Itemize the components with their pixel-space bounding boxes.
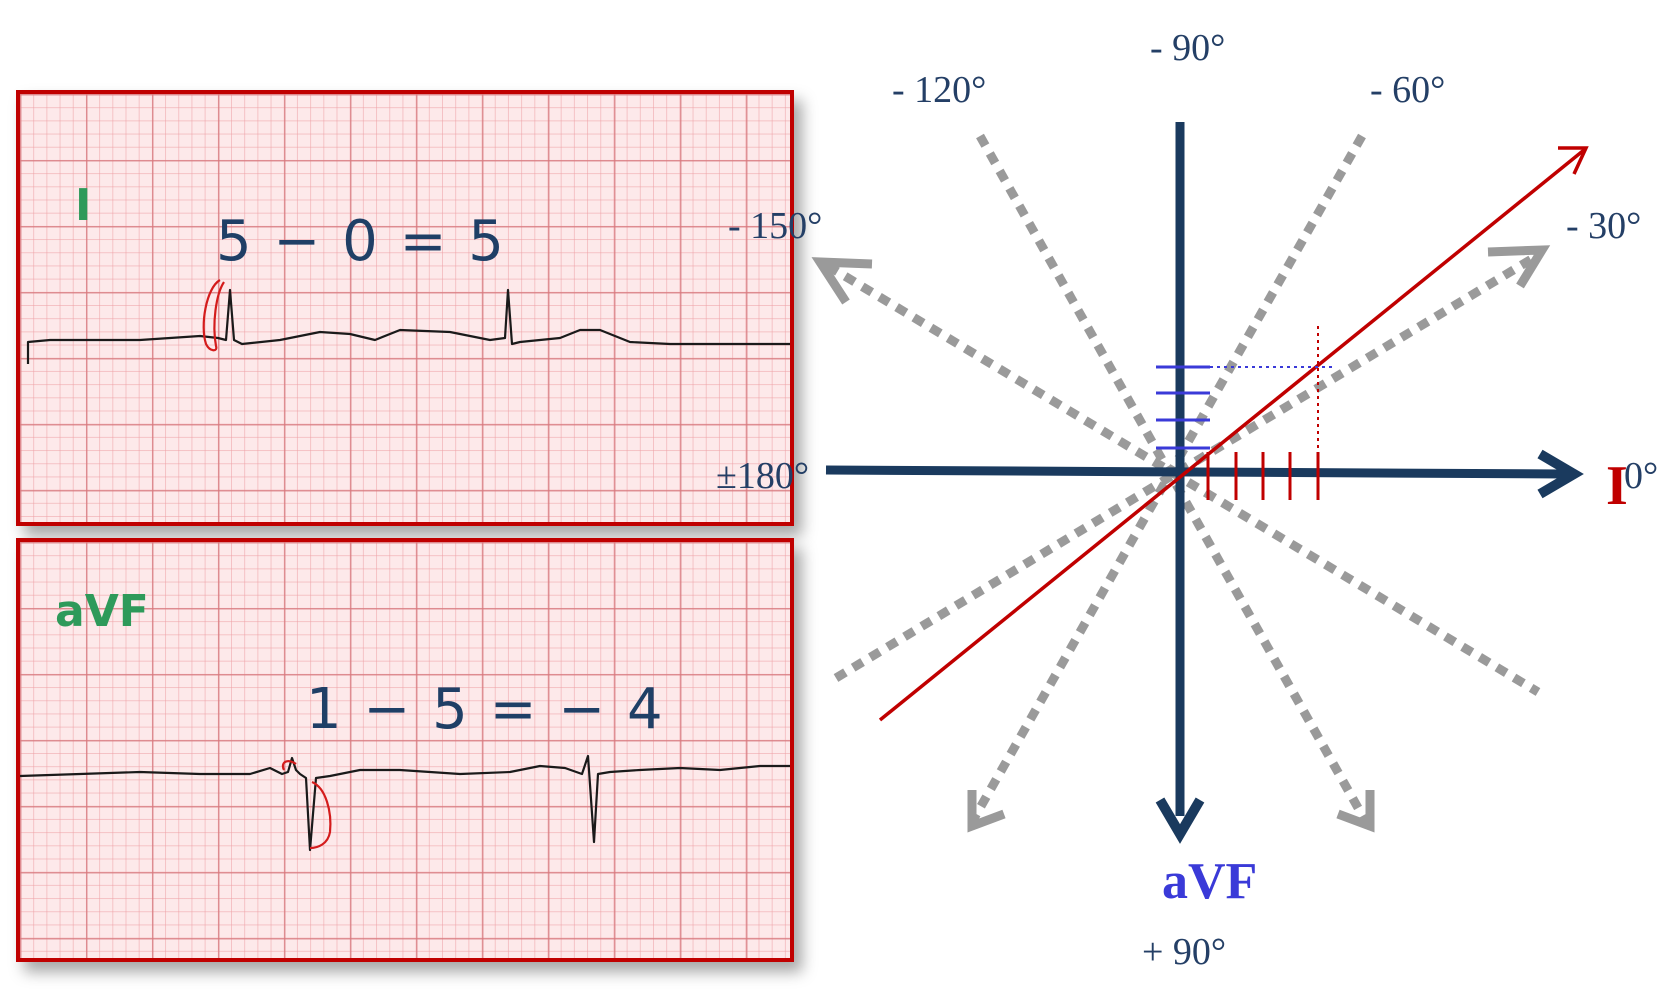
label-pm180: ±180° xyxy=(716,455,809,497)
lead-i-equation: 5 − 0 = 5 xyxy=(216,209,506,274)
axis-minus30 xyxy=(833,250,1543,682)
lead-avf-ecg-panel: aVF 1 − 5 = − 4 xyxy=(16,538,794,962)
axis-minus150 xyxy=(825,262,1541,696)
resultant-axis-vector xyxy=(878,148,1586,722)
resultant-arrowhead xyxy=(1558,146,1589,175)
axis-minus120 xyxy=(976,133,1370,825)
label-zero: 0° xyxy=(1624,455,1658,497)
label-minus90: - 90° xyxy=(1150,27,1225,69)
lead-i-label: I xyxy=(75,180,92,231)
label-minus120: - 120° xyxy=(892,69,986,111)
diagram-lead-i-label: I xyxy=(1606,455,1628,517)
label-plus90: + 90° xyxy=(1142,931,1226,973)
lead-avf-trace xyxy=(20,754,790,852)
lead-i-trace xyxy=(26,279,790,364)
axis-horizontal xyxy=(825,465,1567,479)
arrowhead-plus120 xyxy=(967,790,1006,833)
lead-avf-equation: 1 − 5 = − 4 xyxy=(306,677,665,742)
label-minus30: - 30° xyxy=(1566,205,1641,247)
diagram-lead-avf-label: aVF xyxy=(1162,853,1257,910)
arrowhead-plus90 xyxy=(1155,797,1205,844)
lead-avf-label: aVF xyxy=(55,586,149,637)
label-minus150: - 150° xyxy=(728,205,822,247)
arrowhead-plus60 xyxy=(1336,790,1375,833)
arrowhead-zero xyxy=(1537,449,1584,499)
dotted-lead-axes xyxy=(811,133,1551,833)
lead-i-ecg-panel: I 5 − 0 = 5 xyxy=(16,90,794,526)
avf-tick-marks xyxy=(1156,365,1210,450)
arrowhead-minus150 xyxy=(811,257,873,305)
arrowhead-minus30 xyxy=(1487,245,1551,289)
label-minus60: - 60° xyxy=(1370,69,1445,111)
